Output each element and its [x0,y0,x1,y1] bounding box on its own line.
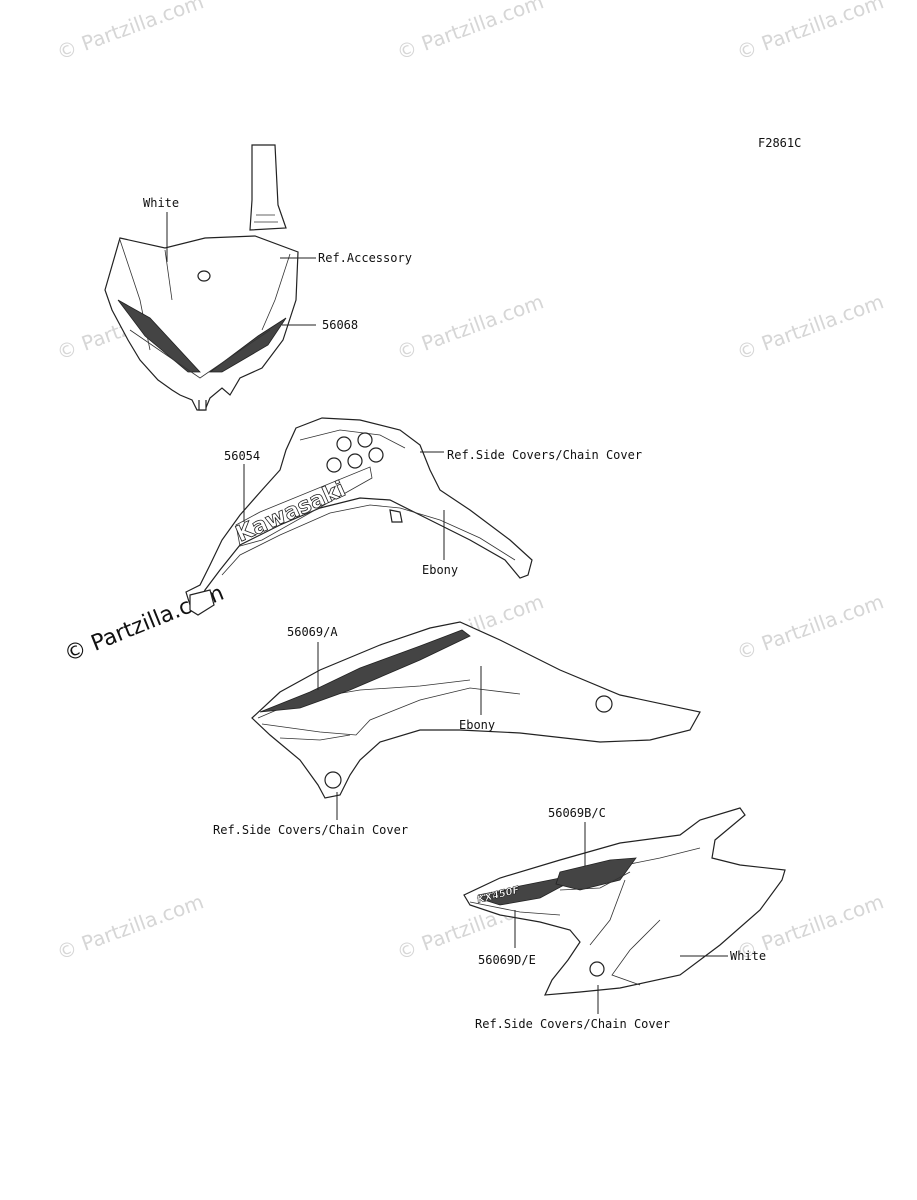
watermark: © Partzilla.com [54,0,207,65]
watermark: © Partzilla.com [394,0,547,65]
label-ref-side-covers-2: Ref.Side Covers/Chain Cover [213,823,408,837]
watermark: © Partzilla.com [54,889,207,964]
label-ref-side-covers-3: Ref.Side Covers/Chain Cover [475,1017,670,1031]
side-cover-drawing: KX450F [463,807,786,996]
label-ref-side-covers-1: Ref.Side Covers/Chain Cover [447,448,642,462]
tank-cover-drawing [251,621,701,799]
label-shroud-decal: 56054 [224,449,260,463]
watermark: © Partzilla.com [734,589,887,664]
label-shroud-color: Ebony [422,563,458,577]
label-side-cover-decal-upper: 56069B/C [548,806,606,820]
label-side-cover-color: White [730,949,766,963]
watermark: © Partzilla.com [394,289,547,364]
label-number-plate-color: White [143,196,179,210]
diagram-code: F2861C [758,136,801,150]
number-plate-drawing [104,144,299,411]
label-ref-accessory: Ref.Accessory [318,251,412,265]
label-number-plate-decal: 56068 [322,318,358,332]
label-tank-cover-decal: 56069/A [287,625,338,639]
watermark: © Partzilla.com [734,0,887,65]
watermark: © Partzilla.com [734,289,887,364]
label-side-cover-decal-lower: 56069D/E [478,953,536,967]
label-tank-cover-color: Ebony [459,718,495,732]
